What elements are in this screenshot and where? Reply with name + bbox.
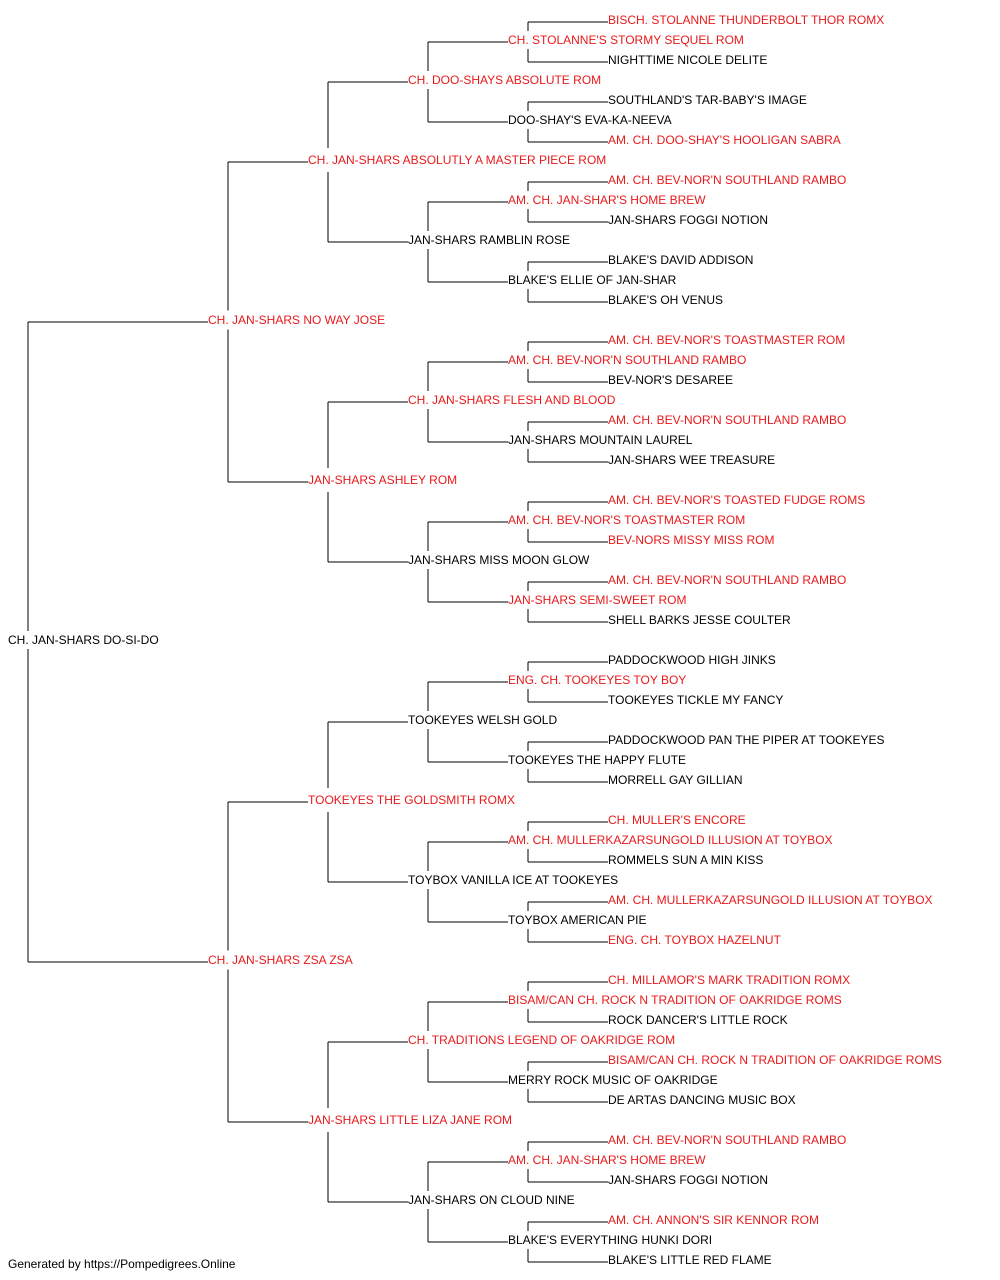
dog-name-sire-gen3: CH. TRADITIONS LEGEND OF OAKRIDGE ROM [408, 1033, 675, 1047]
dog-name-dam-gen5: MORRELL GAY GILLIAN [608, 773, 743, 787]
dog-name-dam-gen2: JAN-SHARS LITTLE LIZA JANE ROM [308, 1113, 512, 1127]
dog-name-sire-gen5: CH. MULLER'S ENCORE [608, 813, 746, 827]
dog-name-dam-gen5: JAN-SHARS FOGGI NOTION [608, 213, 768, 227]
dog-name-sire-gen3: CH. DOO-SHAYS ABSOLUTE ROM [408, 73, 601, 87]
dog-name-dam-gen5: BLAKE'S LITTLE RED FLAME [608, 1253, 772, 1267]
generated-by-footer: Generated by https://Pompedigrees.Online [8, 1257, 236, 1271]
dog-name-sire-gen5: AM. CH. MULLERKAZARSUNGOLD ILLUSION AT T… [608, 893, 933, 907]
dog-name-sire-gen4: AM. CH. JAN-SHAR'S HOME BREW [508, 1153, 706, 1167]
dog-name-subject-gen0: CH. JAN-SHARS DO-SI-DO [8, 633, 159, 647]
pedigree-labels: CH. JAN-SHARS DO-SI-DO CH. JAN-SHARS NO W… [8, 13, 942, 1267]
dog-name-dam-gen4: BLAKE'S ELLIE OF JAN-SHAR [508, 273, 677, 287]
dog-name-sire-gen5: AM. CH. BEV-NOR'N SOUTHLAND RAMBO [608, 413, 846, 427]
dog-name-sire-gen5: BLAKE'S DAVID ADDISON [608, 253, 753, 267]
dog-name-sire-gen5: AM. CH. BEV-NOR'S TOASTED FUDGE ROMS [608, 493, 865, 507]
dog-name-dam-gen4: JAN-SHARS MOUNTAIN LAUREL [508, 433, 693, 447]
dog-name-sire-gen4: AM. CH. MULLERKAZARSUNGOLD ILLUSION AT T… [508, 833, 833, 847]
dog-name-dam-gen4: TOOKEYES THE HAPPY FLUTE [508, 753, 686, 767]
dog-name-sire-gen3: TOOKEYES WELSH GOLD [408, 713, 557, 727]
dog-name-dam-gen5: SHELL BARKS JESSE COULTER [608, 613, 791, 627]
dog-name-sire-gen4: AM. CH. JAN-SHAR'S HOME BREW [508, 193, 706, 207]
dog-name-dam-gen4: BLAKE'S EVERYTHING HUNKI DORI [508, 1233, 712, 1247]
dog-name-sire-gen3: CH. JAN-SHARS FLESH AND BLOOD [408, 393, 616, 407]
dog-name-sire-gen5: SOUTHLAND'S TAR-BABY'S IMAGE [608, 93, 807, 107]
dog-name-dam-gen1: CH. JAN-SHARS ZSA ZSA [208, 953, 353, 967]
dog-name-dam-gen5: NIGHTTIME NICOLE DELITE [608, 53, 767, 67]
dog-name-dam-gen5: BLAKE'S OH VENUS [608, 293, 723, 307]
dog-name-dam-gen3: JAN-SHARS MISS MOON GLOW [408, 553, 590, 567]
dog-name-sire-gen4: BISAM/CAN CH. ROCK N TRADITION OF OAKRID… [508, 993, 842, 1007]
dog-name-sire-gen5: AM. CH. BEV-NOR'N SOUTHLAND RAMBO [608, 1133, 846, 1147]
dog-name-dam-gen3: JAN-SHARS RAMBLIN ROSE [408, 233, 570, 247]
dog-name-dam-gen4: JAN-SHARS SEMI-SWEET ROM [508, 593, 686, 607]
dog-name-sire-gen5: CH. MILLAMOR'S MARK TRADITION ROMX [608, 973, 850, 987]
dog-name-dam-gen5: ENG. CH. TOYBOX HAZELNUT [608, 933, 782, 947]
dog-name-sire-gen2: CH. JAN-SHARS ABSOLUTLY A MASTER PIECE R… [308, 153, 606, 167]
dog-name-dam-gen4: DOO-SHAY'S EVA-KA-NEEVA [508, 113, 672, 127]
dog-name-dam-gen2: JAN-SHARS ASHLEY ROM [308, 473, 457, 487]
dog-name-dam-gen4: MERRY ROCK MUSIC OF OAKRIDGE [508, 1073, 718, 1087]
dog-name-dam-gen3: JAN-SHARS ON CLOUD NINE [408, 1193, 575, 1207]
dog-name-sire-gen5: AM. CH. ANNON'S SIR KENNOR ROM [608, 1213, 819, 1227]
dog-name-dam-gen4: TOYBOX AMERICAN PIE [508, 913, 646, 927]
dog-name-sire-gen4: AM. CH. BEV-NOR'N SOUTHLAND RAMBO [508, 353, 746, 367]
dog-name-dam-gen5: ROMMELS SUN A MIN KISS [608, 853, 763, 867]
dog-name-sire-gen5: BISCH. STOLANNE THUNDERBOLT THOR ROMX [608, 13, 884, 27]
pedigree-connectors [27, 21, 608, 1263]
dog-name-sire-gen5: AM. CH. BEV-NOR'S TOASTMASTER ROM [608, 333, 845, 347]
dog-name-dam-gen5: JAN-SHARS WEE TREASURE [608, 453, 775, 467]
dog-name-sire-gen4: CH. STOLANNE'S STORMY SEQUEL ROM [508, 33, 744, 47]
dog-name-sire-gen2: TOOKEYES THE GOLDSMITH ROMX [308, 793, 515, 807]
dog-name-sire-gen5: BISAM/CAN CH. ROCK N TRADITION OF OAKRID… [608, 1053, 942, 1067]
dog-name-sire-gen4: AM. CH. BEV-NOR'S TOASTMASTER ROM [508, 513, 745, 527]
dog-name-dam-gen5: TOOKEYES TICKLE MY FANCY [608, 693, 783, 707]
dog-name-dam-gen5: ROCK DANCER'S LITTLE ROCK [608, 1013, 788, 1027]
dog-name-sire-gen5: PADDOCKWOOD HIGH JINKS [608, 653, 776, 667]
dog-name-sire-gen1: CH. JAN-SHARS NO WAY JOSE [208, 313, 385, 327]
dog-name-dam-gen5: DE ARTAS DANCING MUSIC BOX [608, 1093, 796, 1107]
dog-name-sire-gen4: ENG. CH. TOOKEYES TOY BOY [508, 673, 686, 687]
dog-name-dam-gen5: JAN-SHARS FOGGI NOTION [608, 1173, 768, 1187]
dog-name-dam-gen5: AM. CH. DOO-SHAY'S HOOLIGAN SABRA [608, 133, 841, 147]
dog-name-sire-gen5: AM. CH. BEV-NOR'N SOUTHLAND RAMBO [608, 573, 846, 587]
dog-name-sire-gen5: AM. CH. BEV-NOR'N SOUTHLAND RAMBO [608, 173, 846, 187]
dog-name-dam-gen3: TOYBOX VANILLA ICE AT TOOKEYES [408, 873, 618, 887]
dog-name-dam-gen5: BEV-NOR'S DESAREE [608, 373, 733, 387]
dog-name-sire-gen5: PADDOCKWOOD PAN THE PIPER AT TOOKEYES [608, 733, 885, 747]
dog-name-dam-gen5: BEV-NORS MISSY MISS ROM [608, 533, 774, 547]
